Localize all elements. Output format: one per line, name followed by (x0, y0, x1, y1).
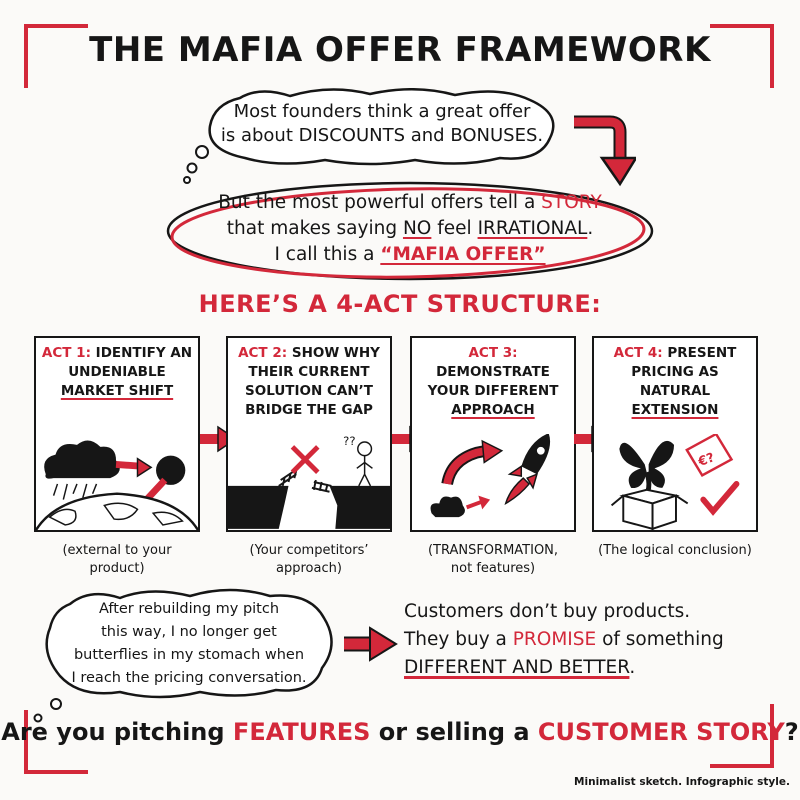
rocket-launch-icon (430, 434, 551, 518)
act-3-caption: (TRANSFORMATION,not features) (427, 543, 559, 576)
reflection-thought-bubble (45, 588, 333, 699)
curved-arrow-icon (574, 115, 636, 187)
intro-thought-bubble (208, 88, 555, 166)
frame-corner-bottom-right (710, 704, 774, 768)
butterfly-box-icon: €? (610, 434, 740, 530)
frame-corner-top-left (24, 24, 88, 88)
act-4-caption: (The logical conclusion) (598, 543, 752, 558)
reflection-text: After rebuilding my pitch this way, I no… (71, 601, 307, 686)
price-tag-icon: €? (695, 449, 716, 469)
footer-note: Minimalist sketch. Infographic style. (574, 776, 790, 788)
act-3-panel: ACT 3: DEMONSTRATE YOUR DIFFERENT APPROA… (410, 336, 576, 532)
thought-dots-icon (183, 145, 209, 184)
act-4-panel: ACT 4: PRESENT PRICING AS NATURAL EXTENS… (592, 336, 758, 532)
act-2-caption: (Your competitors’approach) (249, 543, 369, 576)
page-title: THE MAFIA OFFER FRAMEWORK (89, 30, 711, 70)
broken-bridge-gap-icon: ?? (228, 434, 390, 529)
thought-dots-icon (33, 698, 62, 723)
arrow-right-icon (344, 626, 398, 662)
act-2-panel: ACT 2: SHOW WHY THEIR CURRENT SOLUTION C… (226, 336, 392, 532)
act-1-panel: ACT 1: IDENTIFY AN UNDENIABLE MARKET SHI… (34, 336, 200, 532)
frame-corner-bottom-left (24, 710, 88, 774)
promise-text: Customers don’t buy products. They buy a… (404, 601, 724, 678)
intro-text: Most founders think a great offer is abo… (220, 101, 544, 146)
act-3-title: ACT 3: DEMONSTRATE YOUR DIFFERENT APPROA… (427, 345, 559, 418)
storm-cloud-earth-icon (36, 440, 198, 530)
story-ellipse (166, 181, 654, 281)
act-4-title: ACT 4: PRESENT PRICING AS NATURAL EXTENS… (613, 345, 737, 418)
closing-question: Are you pitching FEATURES or selling a C… (1, 718, 799, 746)
frame-corner-top-right (710, 24, 774, 88)
question-marks-icon: ?? (343, 434, 355, 448)
structure-heading: HERE’S A 4-ACT STRUCTURE: (198, 290, 602, 318)
act-1-title: ACT 1: IDENTIFY AN UNDENIABLE MARKET SHI… (41, 345, 193, 399)
act-2-title: ACT 2: SHOW WHY THEIR CURRENT SOLUTION C… (238, 345, 380, 418)
story-text: But the most powerful offers tell a STOR… (218, 192, 602, 265)
